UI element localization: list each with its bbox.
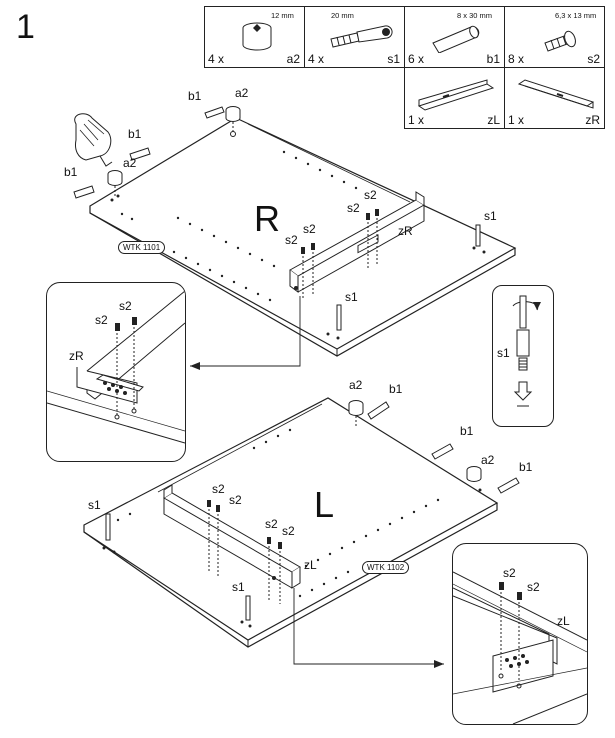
label-s1: s1 <box>232 580 245 594</box>
part-code: s2 <box>587 52 600 66</box>
part-quantity: 4 x <box>208 52 225 66</box>
label-s1: s1 <box>484 209 497 223</box>
label-s1: s1 <box>88 498 101 512</box>
label-s2: s2 <box>527 580 540 594</box>
part-dimension: 6,3 x 13 mm <box>555 11 597 20</box>
label-zr: zR <box>69 349 84 363</box>
cam-bolt-icon <box>330 25 393 48</box>
label-b1: b1 <box>188 89 202 103</box>
label-s1: s1 <box>497 346 510 360</box>
label-s2: s2 <box>265 517 278 531</box>
label-s1: s1 <box>345 290 358 304</box>
hand-icon <box>74 113 113 167</box>
detail-l-drawing <box>453 571 587 724</box>
label-s2: s2 <box>285 233 298 247</box>
part-quantity: 8 x <box>508 52 525 66</box>
part-cell-zr: 1 x zR <box>504 67 605 129</box>
part-code: a2 <box>286 52 300 66</box>
label-zl: zL <box>304 558 317 572</box>
panel-r-tag: WTK 1101 <box>118 241 166 254</box>
label-a2: a2 <box>235 86 249 100</box>
panel-l-letter: L <box>314 484 335 525</box>
cam-lock-icon <box>242 22 272 51</box>
label-zr: zR <box>398 224 413 238</box>
part-code: zL <box>487 113 500 127</box>
panel-l <box>83 397 520 668</box>
dowel-icon <box>432 25 480 53</box>
part-quantity: 4 x <box>308 52 325 66</box>
detail-l: s2 s2 zL <box>452 543 588 725</box>
label-s2: s2 <box>95 313 108 327</box>
label-b1: b1 <box>128 127 142 141</box>
part-quantity: 1 x <box>408 113 425 127</box>
label-s2: s2 <box>303 222 316 236</box>
panel-l-tag: WTK 1102 <box>362 561 410 574</box>
label-b1: b1 <box>519 460 533 474</box>
detail-s1: s1 <box>492 285 554 427</box>
label-b1: b1 <box>460 424 474 438</box>
drawer-runner-right-icon <box>517 79 595 109</box>
fittings-r <box>73 106 481 331</box>
label-b1: b1 <box>64 165 78 179</box>
label-s2: s2 <box>503 566 516 580</box>
part-dimension: 12 mm <box>271 11 294 20</box>
step-number: 1 <box>16 8 35 46</box>
drawer-runner-left-icon <box>417 79 495 111</box>
detail-s1-drawing <box>512 295 541 407</box>
label-s2: s2 <box>212 482 225 496</box>
detail-r: s2 s2 zR <box>46 282 186 462</box>
label-s2: s2 <box>119 299 132 313</box>
label-s2: s2 <box>229 493 242 507</box>
screw-icon <box>544 30 576 52</box>
part-cell-zl: 1 x zL <box>404 67 505 129</box>
panel-r <box>73 106 517 370</box>
part-dimension: 8 x 30 mm <box>457 11 493 20</box>
label-a2: a2 <box>123 156 137 170</box>
part-code: s1 <box>387 52 400 66</box>
fittings-l <box>105 400 520 621</box>
part-code: b1 <box>486 52 500 66</box>
part-cell-s1: 20 mm 4 x s1 <box>304 6 405 68</box>
part-dimension: 20 mm <box>331 11 354 20</box>
label-b1: b1 <box>389 382 403 396</box>
label-zl: zL <box>557 614 570 628</box>
part-cell-s2: 6,3 x 13 mm 8 x s2 <box>504 6 605 68</box>
panel-r-letter: R <box>254 198 280 239</box>
label-a2: a2 <box>481 453 495 467</box>
label-a2: a2 <box>349 378 363 392</box>
detail-r-drawing <box>47 290 185 444</box>
part-code: zR <box>585 113 600 127</box>
label-s2: s2 <box>364 188 377 202</box>
label-s2: s2 <box>347 201 360 215</box>
runner-zr <box>289 191 425 293</box>
part-quantity: 6 x <box>408 52 425 66</box>
part-quantity: 1 x <box>508 113 525 127</box>
runner-zl <box>163 484 301 589</box>
label-s2: s2 <box>282 524 295 538</box>
